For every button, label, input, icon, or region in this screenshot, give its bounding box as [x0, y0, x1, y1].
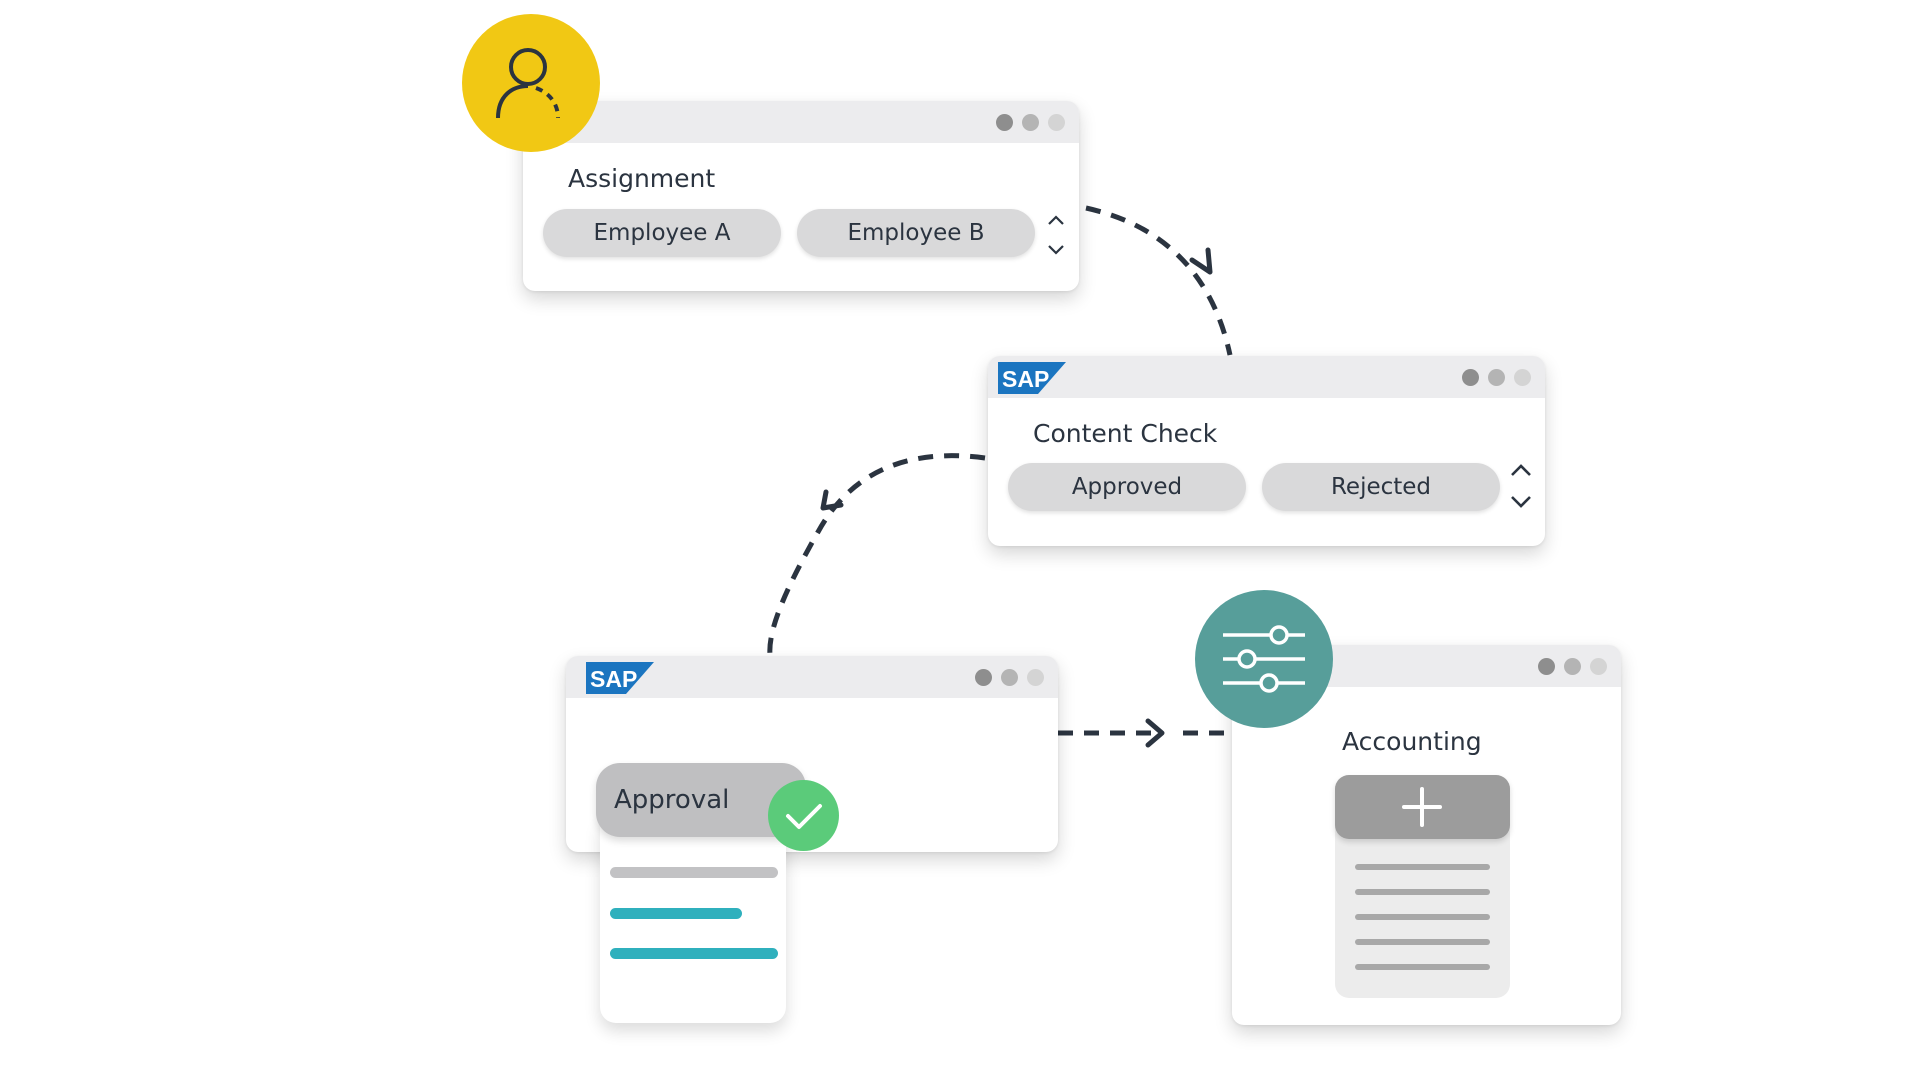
approval-label: Approval	[614, 785, 730, 815]
window-dot-icon[interactable]	[1001, 669, 1018, 686]
form-line	[1355, 889, 1490, 895]
assignment-title: Assignment	[568, 164, 716, 193]
window-dot-icon[interactable]	[1514, 369, 1531, 386]
content-check-title: Content Check	[1033, 419, 1218, 448]
window-dot-icon[interactable]	[1538, 658, 1555, 675]
check-badge	[768, 780, 839, 851]
connector-content-check-to-approval	[767, 453, 986, 656]
document-line-teal	[610, 948, 778, 959]
connector-assignment-to-content-check	[1085, 205, 1233, 356]
content-check-titlebar: SAP	[988, 356, 1545, 398]
sap-logo-icon: SAP	[586, 662, 654, 694]
approval-document	[600, 820, 786, 1023]
approved-option[interactable]: Approved	[1008, 463, 1246, 511]
employee-b-option[interactable]: Employee B	[797, 209, 1035, 257]
window-controls	[975, 669, 1044, 686]
window-dot-icon[interactable]	[1564, 658, 1581, 675]
window-dot-icon[interactable]	[975, 669, 992, 686]
rejected-option[interactable]: Rejected	[1262, 463, 1500, 511]
form-line	[1355, 914, 1490, 920]
accounting-window: Accounting	[1232, 645, 1621, 1025]
window-controls	[1462, 369, 1531, 386]
window-dot-icon[interactable]	[1590, 658, 1607, 675]
plus-icon	[1402, 787, 1442, 827]
sap-logo-text: SAP	[590, 666, 637, 692]
window-dot-icon[interactable]	[1048, 114, 1065, 131]
form-line	[1355, 939, 1490, 945]
window-dot-icon[interactable]	[1462, 369, 1479, 386]
chevron-down-icon	[1048, 245, 1064, 255]
accounting-form	[1335, 775, 1510, 998]
approval-titlebar: SAP	[566, 656, 1058, 698]
sap-logo-icon: SAP	[998, 362, 1066, 394]
sliders-icon	[1223, 625, 1305, 693]
document-line-gray	[610, 867, 778, 878]
chevron-down-icon	[1511, 496, 1531, 508]
arrowhead-2	[820, 489, 844, 511]
window-dot-icon[interactable]	[1022, 114, 1039, 131]
window-dot-icon[interactable]	[996, 114, 1013, 131]
form-line	[1355, 864, 1490, 870]
content-check-window: SAP Content Check Approved Rejected	[988, 356, 1545, 546]
chevron-up-icon	[1048, 215, 1064, 225]
employee-a-option[interactable]: Employee A	[543, 209, 781, 257]
window-controls	[1538, 658, 1607, 675]
chevron-up-icon	[1511, 464, 1531, 476]
assignment-window: Assignment Employee A Employee B	[523, 101, 1079, 291]
user-badge	[462, 14, 600, 152]
assignment-titlebar	[523, 101, 1079, 143]
arrowhead-3	[1145, 718, 1165, 748]
settings-badge	[1195, 590, 1333, 728]
accounting-title: Accounting	[1342, 727, 1482, 756]
arrowhead-1	[1189, 247, 1213, 275]
assignment-stepper[interactable]	[1044, 209, 1068, 261]
document-line-teal-short	[610, 908, 742, 919]
check-icon	[785, 803, 822, 829]
sap-logo-text: SAP	[1002, 366, 1049, 392]
content-check-stepper[interactable]	[1509, 460, 1533, 512]
user-icon	[496, 48, 560, 119]
window-dot-icon[interactable]	[1027, 669, 1044, 686]
window-dot-icon[interactable]	[1488, 369, 1505, 386]
window-controls	[996, 114, 1065, 131]
form-line	[1355, 964, 1490, 970]
add-entry-button[interactable]	[1335, 775, 1510, 839]
